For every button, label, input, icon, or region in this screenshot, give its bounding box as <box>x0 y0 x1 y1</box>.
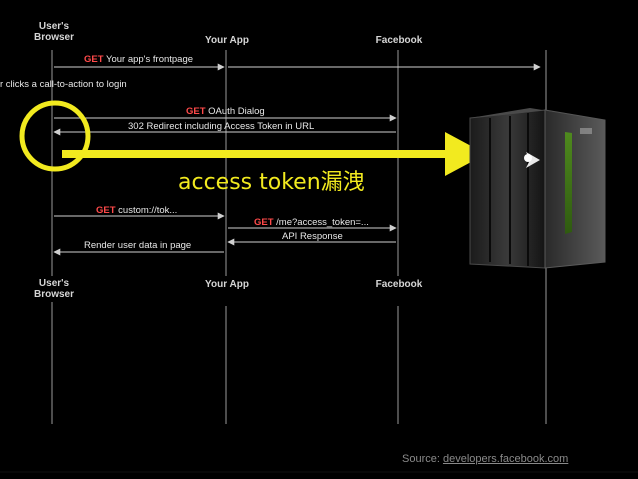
participant-facebook-bottom: Facebook <box>375 279 423 290</box>
method-get: GET <box>186 106 206 117</box>
participant-app-bottom: Your App <box>205 279 249 290</box>
source-label: Source: <box>402 453 443 465</box>
participant-facebook: Facebook <box>375 35 423 46</box>
leak-arrow <box>62 132 486 176</box>
server-icon <box>469 108 606 269</box>
msg-api-response: API Response <box>282 231 343 242</box>
msg-get-frontpage: GET Your app's frontpage <box>84 54 193 65</box>
source-link[interactable]: developers.facebook.com <box>442 453 569 465</box>
participant-browser-bottom: User's Browser <box>33 278 74 300</box>
msg-text: custom://tok... <box>115 205 178 216</box>
lifelines <box>51 50 547 424</box>
leak-callout: access token漏洩 <box>178 170 365 195</box>
msg-text: Your app's frontpage <box>103 54 194 65</box>
msg-render: Render user data in page <box>84 240 192 251</box>
msg-get-custom: GET custom://tok... <box>96 205 177 216</box>
msg-click-cta: r clicks a call-to-action to login <box>0 79 127 90</box>
leak-highlight-circle <box>19 100 91 172</box>
msg-redirect: 302 Redirect including Access Token in U… <box>128 121 315 132</box>
msg-get-me: GET /me?access_token=... <box>254 217 369 228</box>
msg-text: OAuth Dialog <box>205 106 265 117</box>
method-get: GET <box>84 54 104 65</box>
msg-get-oauth: GET OAuth Dialog <box>186 106 265 117</box>
participant-browser: User's Browser <box>33 21 74 43</box>
method-get: GET <box>254 217 274 228</box>
participant-app: Your App <box>205 35 249 46</box>
message-arrows <box>53 63 541 256</box>
msg-text: /me?access_token=... <box>273 217 369 228</box>
method-get: GET <box>96 205 116 216</box>
source-credit: Source: developers.facebook.com <box>402 453 568 465</box>
